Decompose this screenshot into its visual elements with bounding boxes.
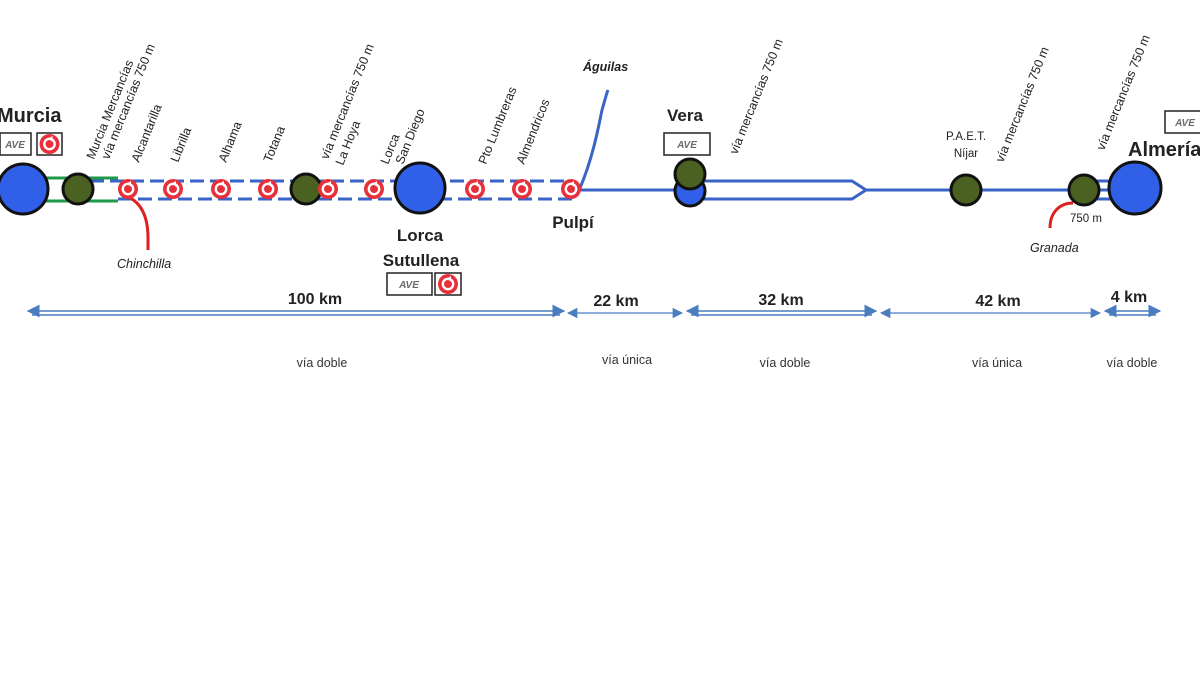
segment-km-5: 4 km: [1111, 289, 1147, 306]
label-pulpi: Pulpí: [552, 213, 595, 232]
label-lorca: Lorca: [397, 226, 444, 245]
double-track-vera: [688, 179, 869, 201]
freight-vera-marker: [673, 157, 707, 191]
freight-la-hoya-marker: [289, 172, 323, 206]
chinchilla-branch: [127, 195, 150, 250]
label-chinchilla: Chinchilla: [117, 257, 171, 271]
label-alhama: Alhama: [216, 120, 245, 165]
ave-text: AVE: [398, 280, 419, 291]
label-almendricos: Almendricos: [514, 97, 553, 166]
freight-almeria-marker: [1067, 173, 1101, 207]
stop-totana-icon: [256, 177, 280, 201]
ave-logo-vera: AVE: [663, 132, 711, 156]
stop-almendricos-icon: [510, 177, 534, 201]
segment-type-1: vía doble: [297, 356, 348, 370]
segment-type-2: vía única: [602, 353, 652, 367]
segment-type-5: vía doble: [1107, 356, 1158, 370]
station-almeria-marker: [1107, 160, 1163, 216]
ave-logo-murcia: AVE: [0, 132, 32, 156]
label-totana: Totana: [261, 124, 288, 164]
station-lorca-sutullena-marker: [393, 161, 447, 215]
label-sutullena: Sutullena: [383, 251, 460, 270]
freight-paet-nijar-marker: [949, 173, 983, 207]
distance-scale: [26, 304, 1162, 319]
label-nijar: Níjar: [954, 148, 978, 160]
ave-logo-lorca: AVE: [386, 272, 433, 296]
stop-lorca-san-diego-icon: [362, 177, 386, 201]
commuter-logo-murcia: [36, 132, 63, 156]
stop-pto-lumbreras-icon: [463, 177, 487, 201]
label-via-mercancias-nijar: vía mercancías 750 m: [993, 45, 1052, 164]
label-aguilas: Águilas: [582, 59, 628, 74]
segment-km-1: 100 km: [288, 291, 342, 308]
commuter-icon: [436, 272, 460, 296]
segment-type-3: vía doble: [760, 356, 811, 370]
label-pto-lumbreras: Pto Lumbreras: [476, 85, 520, 166]
label-granada: Granada: [1030, 241, 1079, 255]
station-murcia-marker: [0, 162, 50, 216]
stop-la-hoya-icon: [316, 177, 340, 201]
label-alcantarilla: Alcantarilla: [129, 102, 165, 164]
label-paet: P.A.E.T.: [946, 131, 986, 143]
ave-logo-almeria: AVE: [1164, 110, 1200, 134]
commuter-icon: [38, 132, 61, 156]
ave-text: AVE: [1174, 118, 1195, 129]
label-murcia: Murcia: [0, 105, 62, 127]
segment-km-3: 32 km: [758, 292, 803, 309]
commuter-logo-lorca: [434, 272, 462, 296]
stop-alcantarilla-icon: [116, 177, 140, 201]
aguilas-branch: [578, 89, 610, 189]
ave-text: AVE: [4, 140, 25, 151]
label-librilla: Librilla: [168, 125, 195, 164]
stop-librilla-icon: [161, 177, 185, 201]
stop-pulpi-icon: [559, 177, 583, 201]
segment-type-4: vía única: [972, 356, 1022, 370]
label-granada-750: 750 m: [1070, 213, 1102, 225]
ave-text: AVE: [676, 140, 697, 151]
stop-alhama-icon: [209, 177, 233, 201]
label-vera: Vera: [667, 106, 703, 125]
label-via-mercancias-vera: vía mercancías 750 m: [727, 37, 786, 156]
segment-km-4: 42 km: [975, 293, 1020, 310]
granada-branch: [1048, 201, 1074, 229]
freight-murcia-mercancias-marker: [61, 172, 95, 206]
label-via-mercancias-almeria: vía mercancías 750 m: [1094, 33, 1153, 152]
label-almeria: Almería: [1128, 139, 1200, 161]
segment-km-2: 22 km: [593, 293, 638, 310]
